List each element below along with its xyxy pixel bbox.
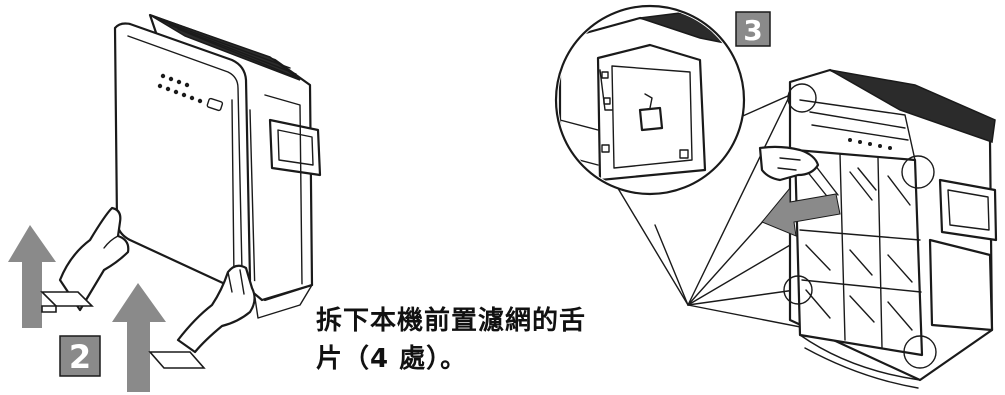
step-number-3: 3 <box>743 14 762 47</box>
pulling-hand <box>758 145 820 182</box>
left-hand <box>58 206 130 312</box>
step-badge-2: 2 <box>59 335 101 377</box>
right-hand <box>176 264 256 354</box>
caption-line-1: 拆下本機前置濾網的舌 <box>316 306 587 336</box>
lift-arrow-up-icon <box>8 225 94 328</box>
tab-highlight-circles <box>783 83 937 369</box>
pull-out-arrow-icon <box>761 186 841 237</box>
lift-arrow-up-icon-2 <box>112 283 206 392</box>
air-purifier-front-unit <box>113 13 322 319</box>
caption-line-2: 片（4 處）。 <box>316 344 468 374</box>
magnified-tab-callout <box>554 4 746 196</box>
air-purifier-rear-unit <box>788 68 998 389</box>
instruction-caption: 拆下本機前置濾網的舌 片（4 處）。 <box>316 302 676 378</box>
indicator-dots <box>157 73 224 112</box>
step-number-2: 2 <box>69 338 91 376</box>
step-badge-3: 3 <box>735 11 771 47</box>
